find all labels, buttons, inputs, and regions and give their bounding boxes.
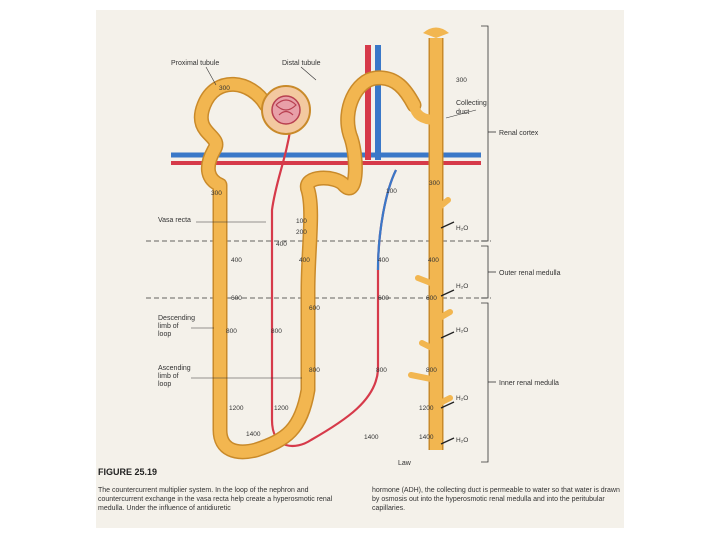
osm-800-e: 800 <box>426 367 437 374</box>
descending-limb-label-1: Descending <box>158 315 195 322</box>
collecting-duct-label-2: duct <box>456 109 469 116</box>
vasa-recta-label: Vasa recta <box>158 217 191 224</box>
ascending-limb-label-1: Ascending <box>158 365 191 372</box>
distal-tubule-label: Distal tubule <box>282 60 321 67</box>
osm-400-b: 400 <box>299 257 310 264</box>
figure-caption: FIGURE 25.19 The countercurrent multipli… <box>96 467 624 527</box>
ascending-limb-label-3: loop <box>158 381 171 388</box>
osm-1400-a: 1400 <box>246 431 261 438</box>
osm-800-c: 800 <box>309 367 320 374</box>
osm-300-prox: 300 <box>219 85 230 92</box>
osm-400-c: 400 <box>378 257 389 264</box>
water-arrows <box>440 221 455 445</box>
osm-800-d: 800 <box>376 367 387 374</box>
leader-lines <box>191 66 477 379</box>
water-label-3: H₂O <box>456 327 468 334</box>
osm-1200-c: 1200 <box>419 405 434 412</box>
osm-600-d: 600 <box>426 295 437 302</box>
figure-page: H₂O H₂O H₂O H₂O H₂O Proximal tubule Dist… <box>96 10 624 528</box>
ascending-limb-label-2: limb of <box>158 373 179 380</box>
osm-100-asc: 100 <box>296 218 307 225</box>
water-label-1: H₂O <box>456 225 468 232</box>
osm-300-desc: 300 <box>211 190 222 197</box>
osm-200: 200 <box>296 229 307 236</box>
osm-600-a: 600 <box>231 295 242 302</box>
osm-400-d: 400 <box>428 257 439 264</box>
osm-1200-b: 1200 <box>274 405 289 412</box>
collecting-duct <box>408 27 453 450</box>
osm-1200-a: 1200 <box>229 405 244 412</box>
osm-600-b: 600 <box>309 305 320 312</box>
osm-800-b: 800 <box>271 328 282 335</box>
caption-title: FIGURE 25.19 <box>98 467 158 477</box>
osm-1400-b: 1400 <box>364 434 379 441</box>
nephron-diagram: H₂O H₂O H₂O H₂O H₂O Proximal tubule Dist… <box>146 25 561 467</box>
proximal-tubule-label: Proximal tubule <box>171 60 219 67</box>
water-label-4: H₂O <box>456 395 468 402</box>
collecting-duct-label-1: Collecting <box>456 100 487 107</box>
zone-brackets <box>481 25 496 463</box>
caption-left-column: The countercurrent multiplier system. In… <box>98 487 333 512</box>
osm-300-cd2: 300 <box>429 180 440 187</box>
nephron-tubule <box>193 70 422 460</box>
osm-100: 100 <box>386 188 397 195</box>
credit-label: Law <box>398 460 412 467</box>
osm-600-c: 600 <box>378 295 389 302</box>
water-label-5: H₂O <box>456 437 468 444</box>
descending-limb-label-2: limb of <box>158 323 179 330</box>
osm-1400-c: 1400 <box>419 434 434 441</box>
vasa-recta-venous <box>376 169 397 271</box>
glomerulus-capillaries <box>275 99 297 116</box>
caption-right-column: hormone (ADH), the collecting duct is pe… <box>372 487 620 512</box>
osm-400-a: 400 <box>231 257 242 264</box>
water-label-2: H₂O <box>456 283 468 290</box>
osm-300-cd: 300 <box>456 77 467 84</box>
inner-medulla-label: Inner renal medulla <box>499 380 559 387</box>
outer-medulla-label: Outer renal medulla <box>499 270 561 277</box>
osm-400-mid: 400 <box>276 241 287 248</box>
renal-cortex-label: Renal cortex <box>499 130 539 137</box>
osm-800-a: 800 <box>226 328 237 335</box>
descending-limb-label-3: loop <box>158 331 171 338</box>
